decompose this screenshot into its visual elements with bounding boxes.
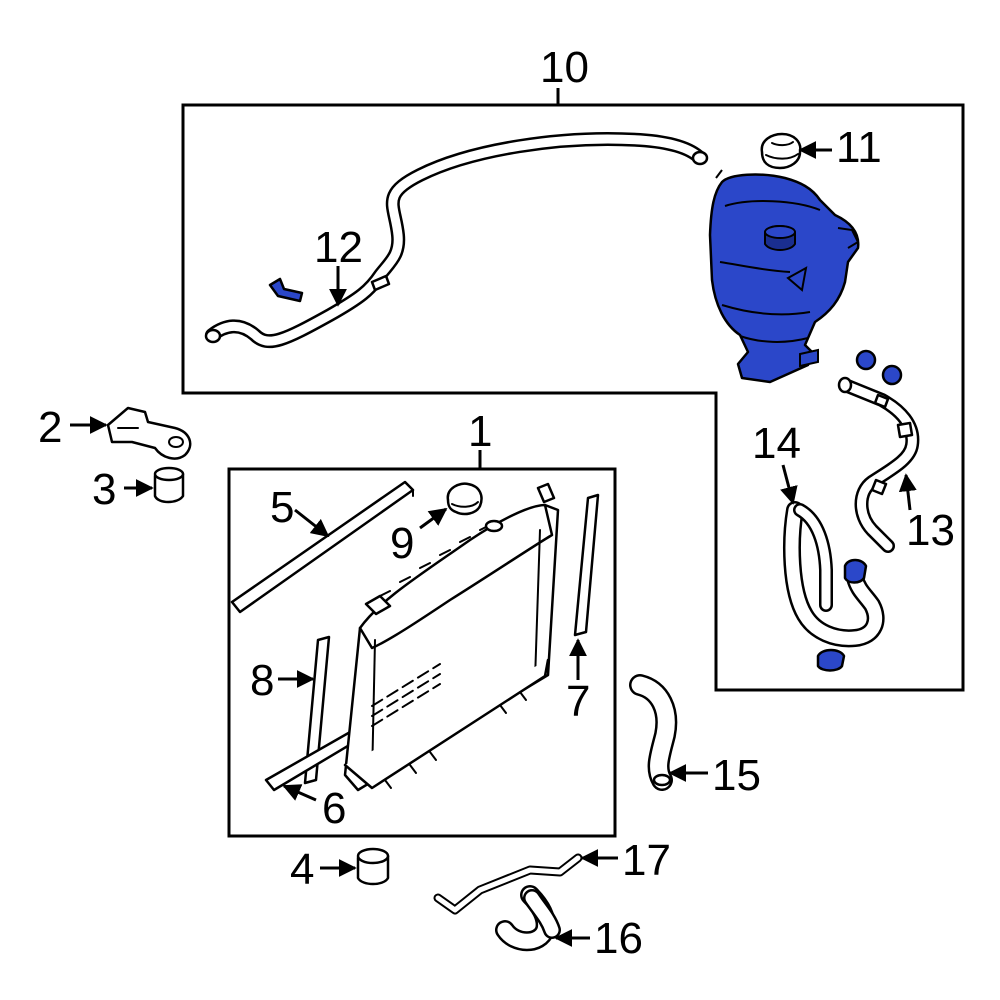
group-10-outline — [181, 103, 965, 692]
radiator-cap-part-9 — [446, 482, 483, 516]
reservoir-hose-part-13 — [837, 349, 920, 553]
group-1-outline — [227, 467, 617, 838]
hose-part-16 — [495, 885, 561, 952]
side-seal-part-8 — [303, 635, 331, 785]
callout-10: 10 — [540, 43, 589, 92]
callout-16: 16 — [594, 914, 643, 963]
callout-labels: 10 11 12 2 3 1 5 9 8 7 6 4 14 13 15 17 1… — [38, 43, 955, 963]
callout-11: 11 — [836, 123, 882, 172]
reservoir-cap-part-11 — [760, 132, 802, 170]
callout-6: 6 — [322, 784, 346, 833]
callout-1: 1 — [468, 407, 492, 456]
callout-2: 2 — [38, 403, 62, 452]
side-seal-part-7 — [573, 493, 600, 637]
seal-strip-part-5 — [230, 480, 415, 614]
radiator-hose-part-14 — [783, 501, 885, 672]
callout-4: 4 — [290, 845, 314, 894]
callout-13: 13 — [906, 506, 955, 555]
callout-15: 15 — [712, 751, 761, 800]
callout-12: 12 — [314, 223, 363, 272]
overflow-hose-part-12 — [204, 132, 709, 349]
callout-3: 3 — [92, 465, 116, 514]
radiator-part-1 — [343, 482, 560, 792]
callout-9: 9 — [390, 519, 414, 568]
callout-5: 5 — [270, 483, 294, 532]
callout-7: 7 — [566, 677, 590, 726]
leader-lines — [70, 141, 917, 947]
pipe-part-17 — [433, 853, 583, 915]
coolant-reservoir-part-10 — [708, 169, 860, 384]
callout-14: 14 — [752, 419, 801, 468]
mount-part-3 — [153, 466, 185, 504]
bracket-part-2 — [106, 406, 192, 460]
callout-17: 17 — [622, 836, 671, 885]
mount-part-4 — [356, 847, 390, 886]
hose-part-15 — [629, 674, 678, 791]
callout-8: 8 — [250, 656, 274, 705]
